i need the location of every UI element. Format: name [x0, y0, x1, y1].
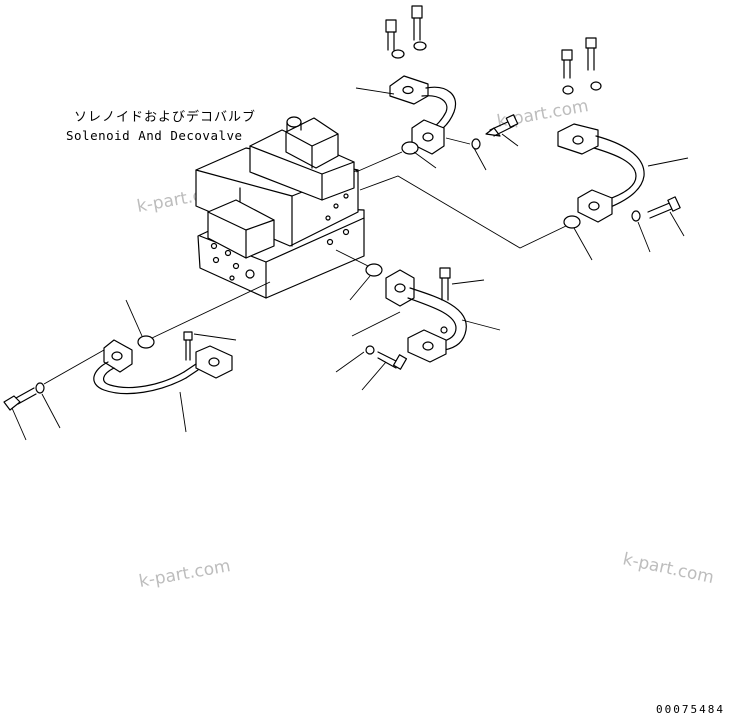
drawing-number: 00075484	[656, 703, 725, 716]
watermark-4: k-part.com	[621, 549, 716, 588]
o-ring	[137, 335, 155, 349]
pipe-right	[557, 37, 681, 229]
pipe-left	[3, 331, 233, 411]
component-label-jp: ソレノイドおよびデコバルブ	[74, 109, 256, 125]
component-label-en: Solenoid And Decovalve	[66, 128, 243, 143]
leader-lines	[11, 87, 689, 441]
solenoid-decovalve-assembly	[195, 116, 365, 299]
pipe-upper-center	[385, 5, 519, 155]
watermark-3: k-part.com	[137, 556, 232, 592]
pipe-lower-center	[365, 263, 467, 370]
